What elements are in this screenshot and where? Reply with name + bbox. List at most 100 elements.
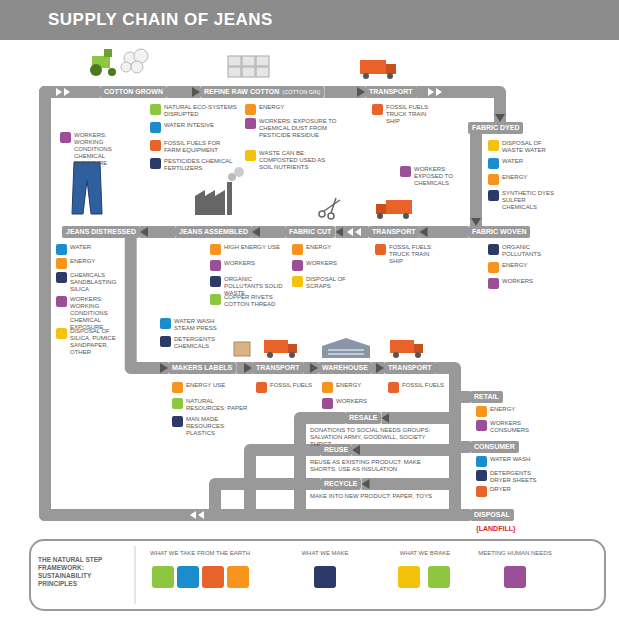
legend-text: WHAT WE BRAKE <box>385 550 465 557</box>
tractor-wheel <box>108 68 116 76</box>
impact-item: WATER <box>56 244 124 255</box>
impact-icon <box>150 122 161 133</box>
truck-wheel <box>363 73 369 79</box>
title-bar <box>0 0 619 40</box>
impact-item: COPPER RIVETS COTTON THREAD <box>210 294 286 308</box>
impact-text: WATER INTESIVE <box>164 122 238 129</box>
stage-band: REFINE RAW COTTON(COTTON GIN)ENERGYWORKE… <box>200 86 324 98</box>
impact-icon <box>372 104 383 115</box>
stage-band: MAKERS LABELSENERGY USENATURAL RESOURCES… <box>168 362 236 374</box>
impact-icon <box>488 244 499 255</box>
truck-wheel <box>387 73 393 79</box>
impact-icon <box>375 244 386 255</box>
flow-road <box>470 134 482 226</box>
truck-wheel <box>267 352 273 358</box>
impact-item: DETERGENTS DRYER SHEETS <box>476 470 550 484</box>
impact-text: ENERGY <box>336 382 381 389</box>
impact-text: WATER WASH STEAM PRESS <box>174 318 229 332</box>
impact-text: HIGH ENERGY USE <box>224 244 286 251</box>
legend-icon <box>227 566 249 588</box>
impact-text: WORKERS <box>336 398 381 405</box>
impact-text: WORKERS CONSUMERS <box>490 420 550 434</box>
cotton-icon <box>121 49 148 73</box>
impact-text: PESTICIDES CHEMICAL FERTILIZERS <box>164 158 238 172</box>
legend-icon <box>428 566 450 588</box>
impact-icon <box>322 398 333 409</box>
impact-icon <box>476 456 487 467</box>
chevron <box>347 228 353 236</box>
impact-icon <box>210 244 221 255</box>
impact-icon <box>292 244 303 255</box>
impact-icon <box>476 406 487 417</box>
bale <box>228 67 241 77</box>
flow-road <box>45 92 470 515</box>
impact-text: FOSSIL FUELS: TRUCK TRAIN SHIP <box>389 244 441 265</box>
legend-text: WHAT WE TAKE FROM THE EARTH <box>140 550 260 557</box>
impact-icon <box>56 296 67 307</box>
stage-heading: FABRIC DYED <box>472 122 519 134</box>
impact-icon <box>256 382 267 393</box>
impact-icon <box>292 260 303 271</box>
scissors-blade <box>331 198 336 213</box>
impact-item: FOSSIL FUELS: TRUCK TRAIN SHIP <box>375 244 441 265</box>
stage-heading: JEANS DISTRESSED <box>66 226 136 238</box>
impact-text: ENERGY USE <box>186 382 248 389</box>
tractor-wheel <box>90 64 102 76</box>
impact-icon <box>245 150 256 161</box>
impact-item: WORKERS CONSUMERS <box>476 420 550 434</box>
impact-icon <box>488 158 499 169</box>
impact-icon <box>488 190 499 201</box>
bale <box>256 67 269 77</box>
impact-icon <box>488 262 499 273</box>
impact-item: ORGANIC POLLUTANTS SOLID WASTE <box>210 276 286 297</box>
stage-heading: RECYCLE <box>324 478 357 490</box>
impact-text: COPPER RIVETS COTTON THREAD <box>224 294 286 308</box>
impact-item: SYNTHETIC DYES SULFER CHEMICALS <box>488 190 557 211</box>
scissors-ring <box>319 211 325 217</box>
impact-icon <box>210 260 221 271</box>
cotton-boll <box>131 61 143 73</box>
impact-item: WORKERS: WORKING CONDITIONS CHEMICAL EXP… <box>56 296 124 331</box>
stage-heading: FABRIC WOVEN <box>472 226 526 238</box>
impact-text: DISPOSAL OF SILICA, PUMICE SANDPAPER, OT… <box>70 328 124 356</box>
chevron <box>355 228 361 236</box>
stage-heading: REFINE RAW COTTON <box>204 86 279 98</box>
truck-icon <box>264 340 297 358</box>
impact-item: ORGANIC POLLUTANTS <box>488 244 557 258</box>
stage-heading: COTTON GROWN <box>104 86 163 98</box>
truck-box <box>390 340 414 353</box>
impact-text: WORKERS <box>502 278 557 285</box>
impact-text: DISPOSAL OF WASTE WATER <box>502 140 557 154</box>
impact-text: CHEMICALS SANDBLASTING SILICA <box>70 272 124 293</box>
stage-band: WAREHOUSEENERGYWORKERS <box>318 362 372 374</box>
page-title: SUPPLY CHAIN OF JEANS <box>48 10 273 30</box>
stage-band: TRANSPORTFOSSIL FUELS: TRUCK TRAIN SHIP <box>365 86 417 98</box>
impact-item: DISPOSAL OF SILICA, PUMICE SANDPAPER, OT… <box>56 328 124 356</box>
impact-item: DISPOSAL OF SCRAPS <box>292 276 361 290</box>
truck-icon <box>376 200 412 219</box>
stage-band: CONSUMERWATER WASHDETERGENTS DRYER SHEET… <box>470 441 519 453</box>
impact-item: ENERGY <box>292 244 361 255</box>
impact-item: FOSSIL FUELS FOR FARM EQUIPMENT <box>150 140 238 154</box>
truck-wheel <box>415 352 421 358</box>
stage-band: TRANSPORTFOSSIL FUELS <box>252 362 304 374</box>
impact-item: FOSSIL FUELS <box>388 382 446 393</box>
impact-item: WATER WASH <box>476 456 550 467</box>
stage-heading: CONSUMER <box>474 441 515 453</box>
impact-icon <box>245 118 256 129</box>
impact-text: WATER <box>502 158 557 165</box>
impact-icon <box>150 158 161 169</box>
impact-icon <box>56 258 67 269</box>
chevron <box>428 88 434 96</box>
impact-icon <box>388 382 399 393</box>
factory-icon <box>195 167 244 215</box>
truck-wheel <box>393 352 399 358</box>
impact-item: ENERGY <box>56 258 124 269</box>
impact-text: ORGANIC POLLUTANTS SOLID WASTE <box>224 276 286 297</box>
impact-text: ORGANIC POLLUTANTS <box>502 244 557 258</box>
note-text: REUSE AS EXISTING PRODUCT: MAKE SHORTS, … <box>310 459 448 473</box>
stage-heading: JEANS ASSEMBLED <box>179 226 248 238</box>
stage-band: RECYCLEMAKE INTO NEW PRODUCT: PAPER, TOY… <box>320 478 361 490</box>
factory-chimney <box>227 182 232 215</box>
stage-heading: MAKERS LABELS <box>172 362 232 374</box>
